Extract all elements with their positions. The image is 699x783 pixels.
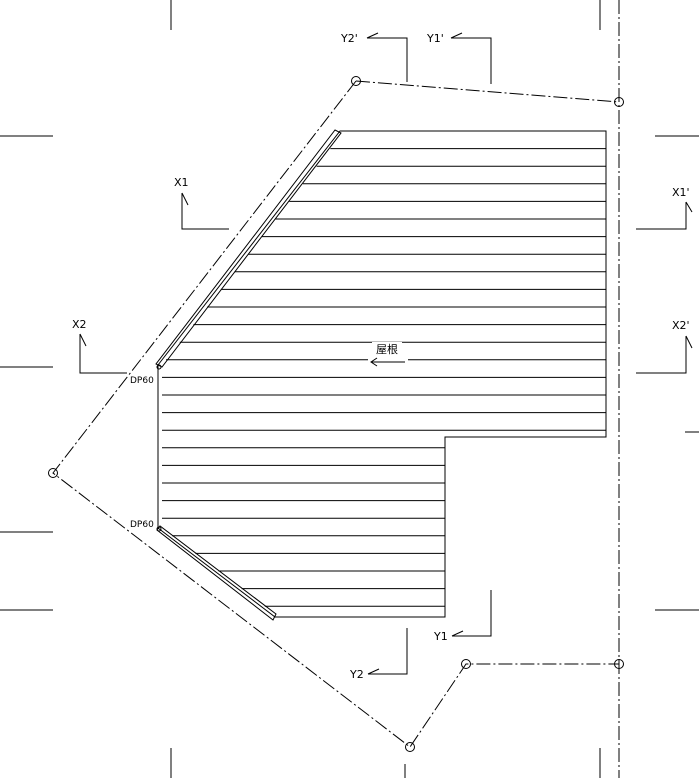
roof-label-background <box>372 342 402 356</box>
section-mark-y2-arrow <box>367 668 380 675</box>
section-label-y2-prime: Y2' <box>340 32 358 45</box>
section-label-x2-prime: X2' <box>672 319 690 332</box>
section-label-y1-prime: Y1' <box>426 32 444 45</box>
slope-arrow-head <box>370 357 378 367</box>
section-mark-y1-line <box>452 590 492 637</box>
roof-hatching <box>162 148 606 607</box>
roof-outline <box>157 130 607 618</box>
section-mark-x2: X2 <box>72 318 127 374</box>
section-label-x2: X2 <box>72 318 87 331</box>
section-mark-x1-prime-line <box>636 202 687 230</box>
section-label-x1: X1 <box>174 176 189 189</box>
downpipe-label-lower: DP60 <box>130 520 154 530</box>
boundary-marker <box>48 468 58 478</box>
section-mark-x2-line <box>79 334 127 374</box>
section-mark-x1-prime: X1' <box>636 186 693 230</box>
section-mark-x1-arrow <box>181 192 189 206</box>
slope-arrow <box>370 357 405 367</box>
section-mark-y2-line <box>368 628 408 675</box>
section-mark-x1-line <box>181 193 229 230</box>
boundary-marker <box>351 76 361 86</box>
section-mark-y1-prime: Y1' <box>426 32 492 84</box>
boundary-marker <box>614 97 624 107</box>
boundary-marker <box>461 659 471 669</box>
section-mark-y2-prime-line <box>367 37 408 82</box>
roof-label: 屋根 <box>376 342 398 356</box>
gutter-upper <box>155 129 342 368</box>
downpipe-lower <box>156 526 162 532</box>
section-label-y1: Y1 <box>433 630 448 643</box>
section-mark-x2-prime-line <box>636 336 687 374</box>
section-label-y2: Y2 <box>349 668 364 681</box>
section-mark-x2-arrow <box>79 333 87 347</box>
section-mark-y2: Y2 <box>349 628 408 681</box>
section-mark-x2-prime-arrow <box>685 335 693 349</box>
boundary-marker <box>405 742 415 752</box>
downpipe-upper <box>156 364 162 370</box>
section-mark-y1: Y1 <box>433 590 492 643</box>
section-mark-x2-prime: X2' <box>636 319 693 374</box>
section-mark-y2-prime: Y2' <box>340 32 408 82</box>
section-mark-y1-prime-arrow <box>450 32 463 39</box>
section-mark-y2-prime-arrow <box>366 32 379 39</box>
boundary-marker <box>614 659 624 669</box>
section-mark-x1-prime-arrow <box>685 201 693 213</box>
downpipe-label-upper: DP60 <box>130 376 154 386</box>
section-mark-y1-arrow <box>451 630 464 637</box>
boundary-markers <box>48 76 624 752</box>
boundary-outline <box>52 80 619 748</box>
boundary-top <box>355 80 620 103</box>
section-label-x1-prime: X1' <box>672 186 690 199</box>
section-mark-x1: X1 <box>174 176 229 230</box>
section-mark-y1-prime-line <box>451 37 492 84</box>
